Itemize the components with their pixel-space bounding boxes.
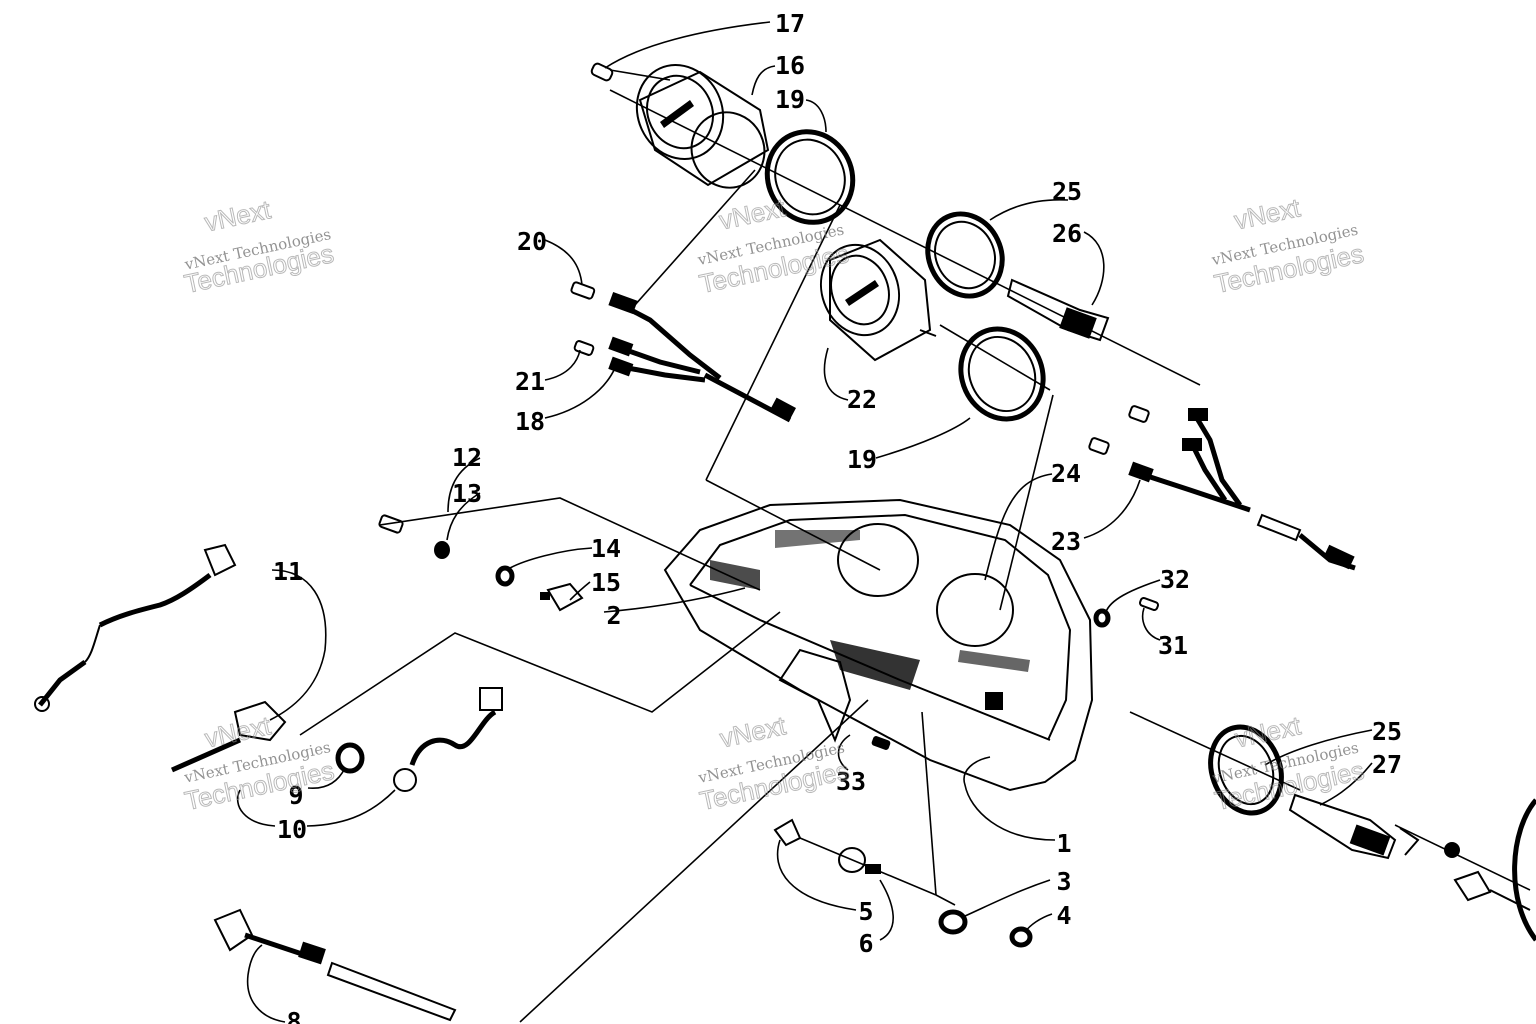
watermarks: vNext Technologies vNext Technologies vN… (181, 192, 1367, 817)
screw-33-icon (871, 736, 891, 750)
watermark-brand-3: vNext (1231, 192, 1303, 235)
callout-3: 3 (1056, 867, 1071, 896)
watermark-brand-6: vNext (1232, 710, 1304, 753)
tachometer-gauge-16-icon (635, 64, 770, 189)
tether-cord-11-icon (34, 543, 237, 712)
washer-3-icon (938, 909, 1033, 948)
bracket-26-icon (1006, 278, 1110, 342)
callout-11: 11 (273, 557, 303, 586)
callout-27: 27 (1372, 750, 1402, 779)
key-5-icon (773, 818, 881, 874)
callout-labels: 17 16 19 25 26 20 21 18 22 19 24 23 12 1… (273, 9, 1402, 1024)
bezel-ring-25-top-icon (925, 211, 1005, 299)
throttle-cable-8-icon (213, 908, 457, 1022)
callout-12: 12 (452, 443, 482, 472)
callout-25-top: 25 (1052, 177, 1082, 206)
callout-31: 31 (1158, 631, 1188, 660)
callout-26: 26 (1052, 219, 1082, 248)
callout-24: 24 (1051, 459, 1081, 488)
bezel-ring-19-top-icon (764, 129, 856, 225)
callout-23: 23 (1051, 527, 1081, 556)
callout-22: 22 (847, 385, 877, 414)
callout-13: 13 (452, 479, 482, 508)
callout-2: 2 (606, 601, 621, 630)
callout-5: 5 (858, 897, 873, 926)
wiring-harness-23-icon (1088, 405, 1356, 571)
callout-15: 15 (591, 568, 621, 597)
callout-33: 33 (836, 767, 866, 796)
callout-18: 18 (515, 407, 545, 436)
speedometer-gauge-22-icon (819, 238, 937, 362)
callout-20: 20 (517, 227, 547, 256)
wiring-harness-18-icon (570, 281, 796, 423)
callout-14: 14 (591, 534, 621, 563)
watermark-brand-4: vNext (202, 710, 274, 753)
console-housing-1-icon (663, 498, 1094, 792)
bezel-ring-19-middle-icon (958, 326, 1046, 422)
callout-19-top: 19 (775, 85, 805, 114)
callout-10: 10 (277, 815, 307, 844)
watermark-brand-5: vNext (717, 710, 789, 753)
callout-8: 8 (286, 1007, 301, 1024)
callout-4: 4 (1056, 901, 1071, 930)
callout-17: 17 (775, 9, 805, 38)
screw-31-icon (1093, 597, 1159, 628)
callout-9: 9 (288, 781, 303, 810)
switch-parts-icon (378, 514, 584, 612)
watermark-brand-2: vNext (716, 192, 788, 235)
callout-19-middle: 19 (847, 445, 877, 474)
watermark-brand-1: vNext (202, 194, 274, 237)
callout-16: 16 (775, 51, 805, 80)
callout-21: 21 (515, 367, 545, 396)
callout-32: 32 (1160, 565, 1190, 594)
leader-lines (236, 21, 1373, 1023)
bulb-17-icon (590, 62, 614, 82)
callout-6: 6 (858, 929, 873, 958)
key-switch-9-icon (170, 687, 503, 792)
callout-25-bottom: 25 (1372, 717, 1402, 746)
callout-1: 1 (1056, 829, 1071, 858)
